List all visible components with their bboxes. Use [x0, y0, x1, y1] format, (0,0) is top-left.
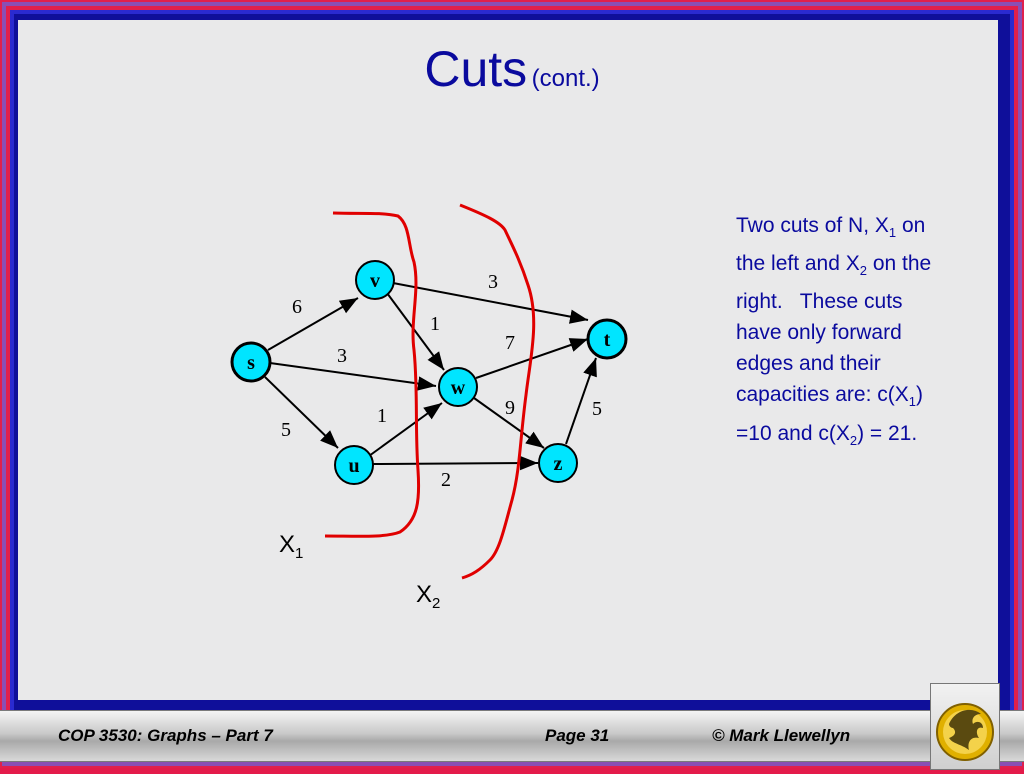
- slide-footer: [0, 700, 1024, 768]
- cut-label-x2: X2: [416, 581, 440, 612]
- edge-label-w-z: 9: [505, 397, 515, 419]
- title-main: Cuts: [424, 41, 528, 97]
- title-sub: (cont.): [531, 65, 600, 92]
- footer-course: COP 3530: Graphs – Part 7: [58, 726, 273, 745]
- desc-line-1: Two cuts of N, X1 on: [736, 214, 926, 241]
- node-u: u: [334, 445, 374, 485]
- edge-u-w: [368, 402, 443, 457]
- cut-description: Two cuts of N, X1 on the left and X2 on …: [736, 210, 986, 456]
- desc-line-7: =10 and c(X2) = 21.: [736, 421, 918, 448]
- edge-v-w: [386, 292, 445, 371]
- footer-bar: [0, 710, 1024, 762]
- edge-label-z-t: 5: [592, 398, 602, 420]
- edge-v-t: [392, 282, 589, 324]
- edge-z-t: [565, 357, 597, 445]
- cut-line-x2: [459, 203, 536, 580]
- footer-page-number: Page 31: [545, 726, 610, 745]
- desc-line-3: right. These cuts: [736, 290, 903, 314]
- desc-line-2: the left and X2 on the: [736, 252, 932, 279]
- desc-line-4: have only forward: [736, 321, 902, 345]
- edge-label-w-t: 7: [505, 332, 515, 354]
- desc-line-5: edges and their: [736, 352, 881, 376]
- edge-s-v: [267, 297, 359, 351]
- edge-u-z: [372, 455, 539, 471]
- edge-label-s-u: 5: [281, 419, 291, 441]
- node-w: w: [438, 367, 478, 407]
- ucf-logo: [930, 683, 1000, 770]
- edge-s-w: [269, 362, 437, 391]
- cut-line-x1: [324, 211, 421, 538]
- node-label-u: u: [348, 455, 359, 477]
- node-label-v: v: [370, 270, 380, 292]
- edge-w-z: [473, 397, 545, 449]
- cut-label-x1: X1: [279, 531, 303, 562]
- node-label-w: w: [451, 377, 466, 399]
- node-v: v: [355, 260, 395, 300]
- edge-label-s-w: 3: [337, 345, 347, 367]
- node-t: t: [586, 318, 628, 360]
- edge-label-v-t: 3: [488, 271, 498, 293]
- edge-s-u: [264, 376, 339, 449]
- pegasus-logo-icon: [936, 703, 994, 761]
- slide-canvas: [18, 20, 998, 700]
- edge-label-v-w: 1: [430, 313, 440, 335]
- node-label-s: s: [247, 352, 255, 374]
- edge-label-s-v: 6: [292, 296, 302, 318]
- edge-label-u-w: 1: [377, 405, 387, 427]
- footer-copyright: © Mark Llewellyn: [712, 726, 851, 745]
- node-z: z: [538, 443, 578, 483]
- node-label-z: z: [554, 453, 563, 475]
- edge-label-u-z: 2: [441, 469, 451, 491]
- node-s: s: [230, 341, 272, 383]
- node-label-t: t: [604, 329, 611, 351]
- desc-line-6: capacities are: c(X1): [736, 383, 923, 410]
- page-title: Cuts (cont.): [0, 40, 1024, 98]
